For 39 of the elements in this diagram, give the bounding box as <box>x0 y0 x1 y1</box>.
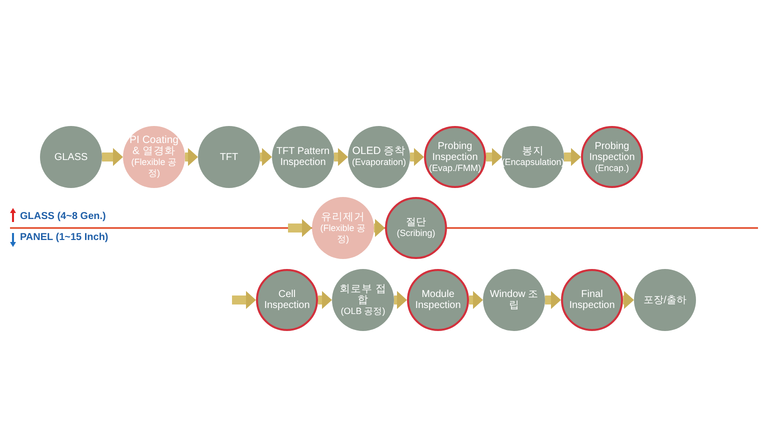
circle-label: 회로부 접합 <box>338 284 388 306</box>
circle-label: 유리제거 <box>321 212 365 222</box>
arrow <box>232 291 256 309</box>
circle-label: (Encapsulation) <box>502 157 564 168</box>
substrate-label: GLASS (4~8 Gen.) <box>20 211 106 222</box>
circle-label: (Scribing) <box>396 228 436 239</box>
arrow <box>469 291 483 309</box>
circle-label: (Flexible 공정) <box>319 222 367 244</box>
circle-label: Final Inspection <box>568 289 616 311</box>
arrow <box>545 291 561 309</box>
circle-label: TFT Pattern Inspection <box>276 146 330 168</box>
arrow <box>260 148 272 166</box>
circle-label: GLASS <box>54 152 88 162</box>
circle-label: (OLB 공정) <box>340 306 386 316</box>
circle-label: Module Inspection <box>414 289 462 311</box>
circle-label: (Encap.) <box>594 162 629 174</box>
circle-label: Window 조립 <box>488 289 540 311</box>
circle-label: Probing Inspection <box>588 140 636 162</box>
circle-label: 봉지 <box>522 146 544 157</box>
arrow <box>374 219 385 237</box>
arrow <box>486 148 502 166</box>
circle-label: 포장/출하 <box>644 294 686 306</box>
arrow <box>102 148 123 166</box>
circle-label: OLED 증착 <box>352 146 406 157</box>
circle-label: (Evaporation) <box>352 157 406 168</box>
arrow <box>334 148 348 166</box>
circle-label: (Flexible 공정) <box>130 157 178 179</box>
circle-label: PI Coating & 열경화 <box>128 135 180 157</box>
substrate-label: PANEL (1~15 Inch) <box>20 232 108 243</box>
circle-label: 절단 <box>406 217 426 228</box>
circle-label: TFT <box>220 152 238 162</box>
circle-label: Probing Inspection <box>431 140 479 162</box>
arrow <box>623 291 634 309</box>
arrow <box>288 219 312 237</box>
circle-label: (Evap./FMM) <box>429 162 482 174</box>
arrow <box>318 291 332 309</box>
arrow <box>564 148 581 166</box>
arrow <box>185 148 198 166</box>
circle-label: Cell Inspection <box>263 289 311 311</box>
